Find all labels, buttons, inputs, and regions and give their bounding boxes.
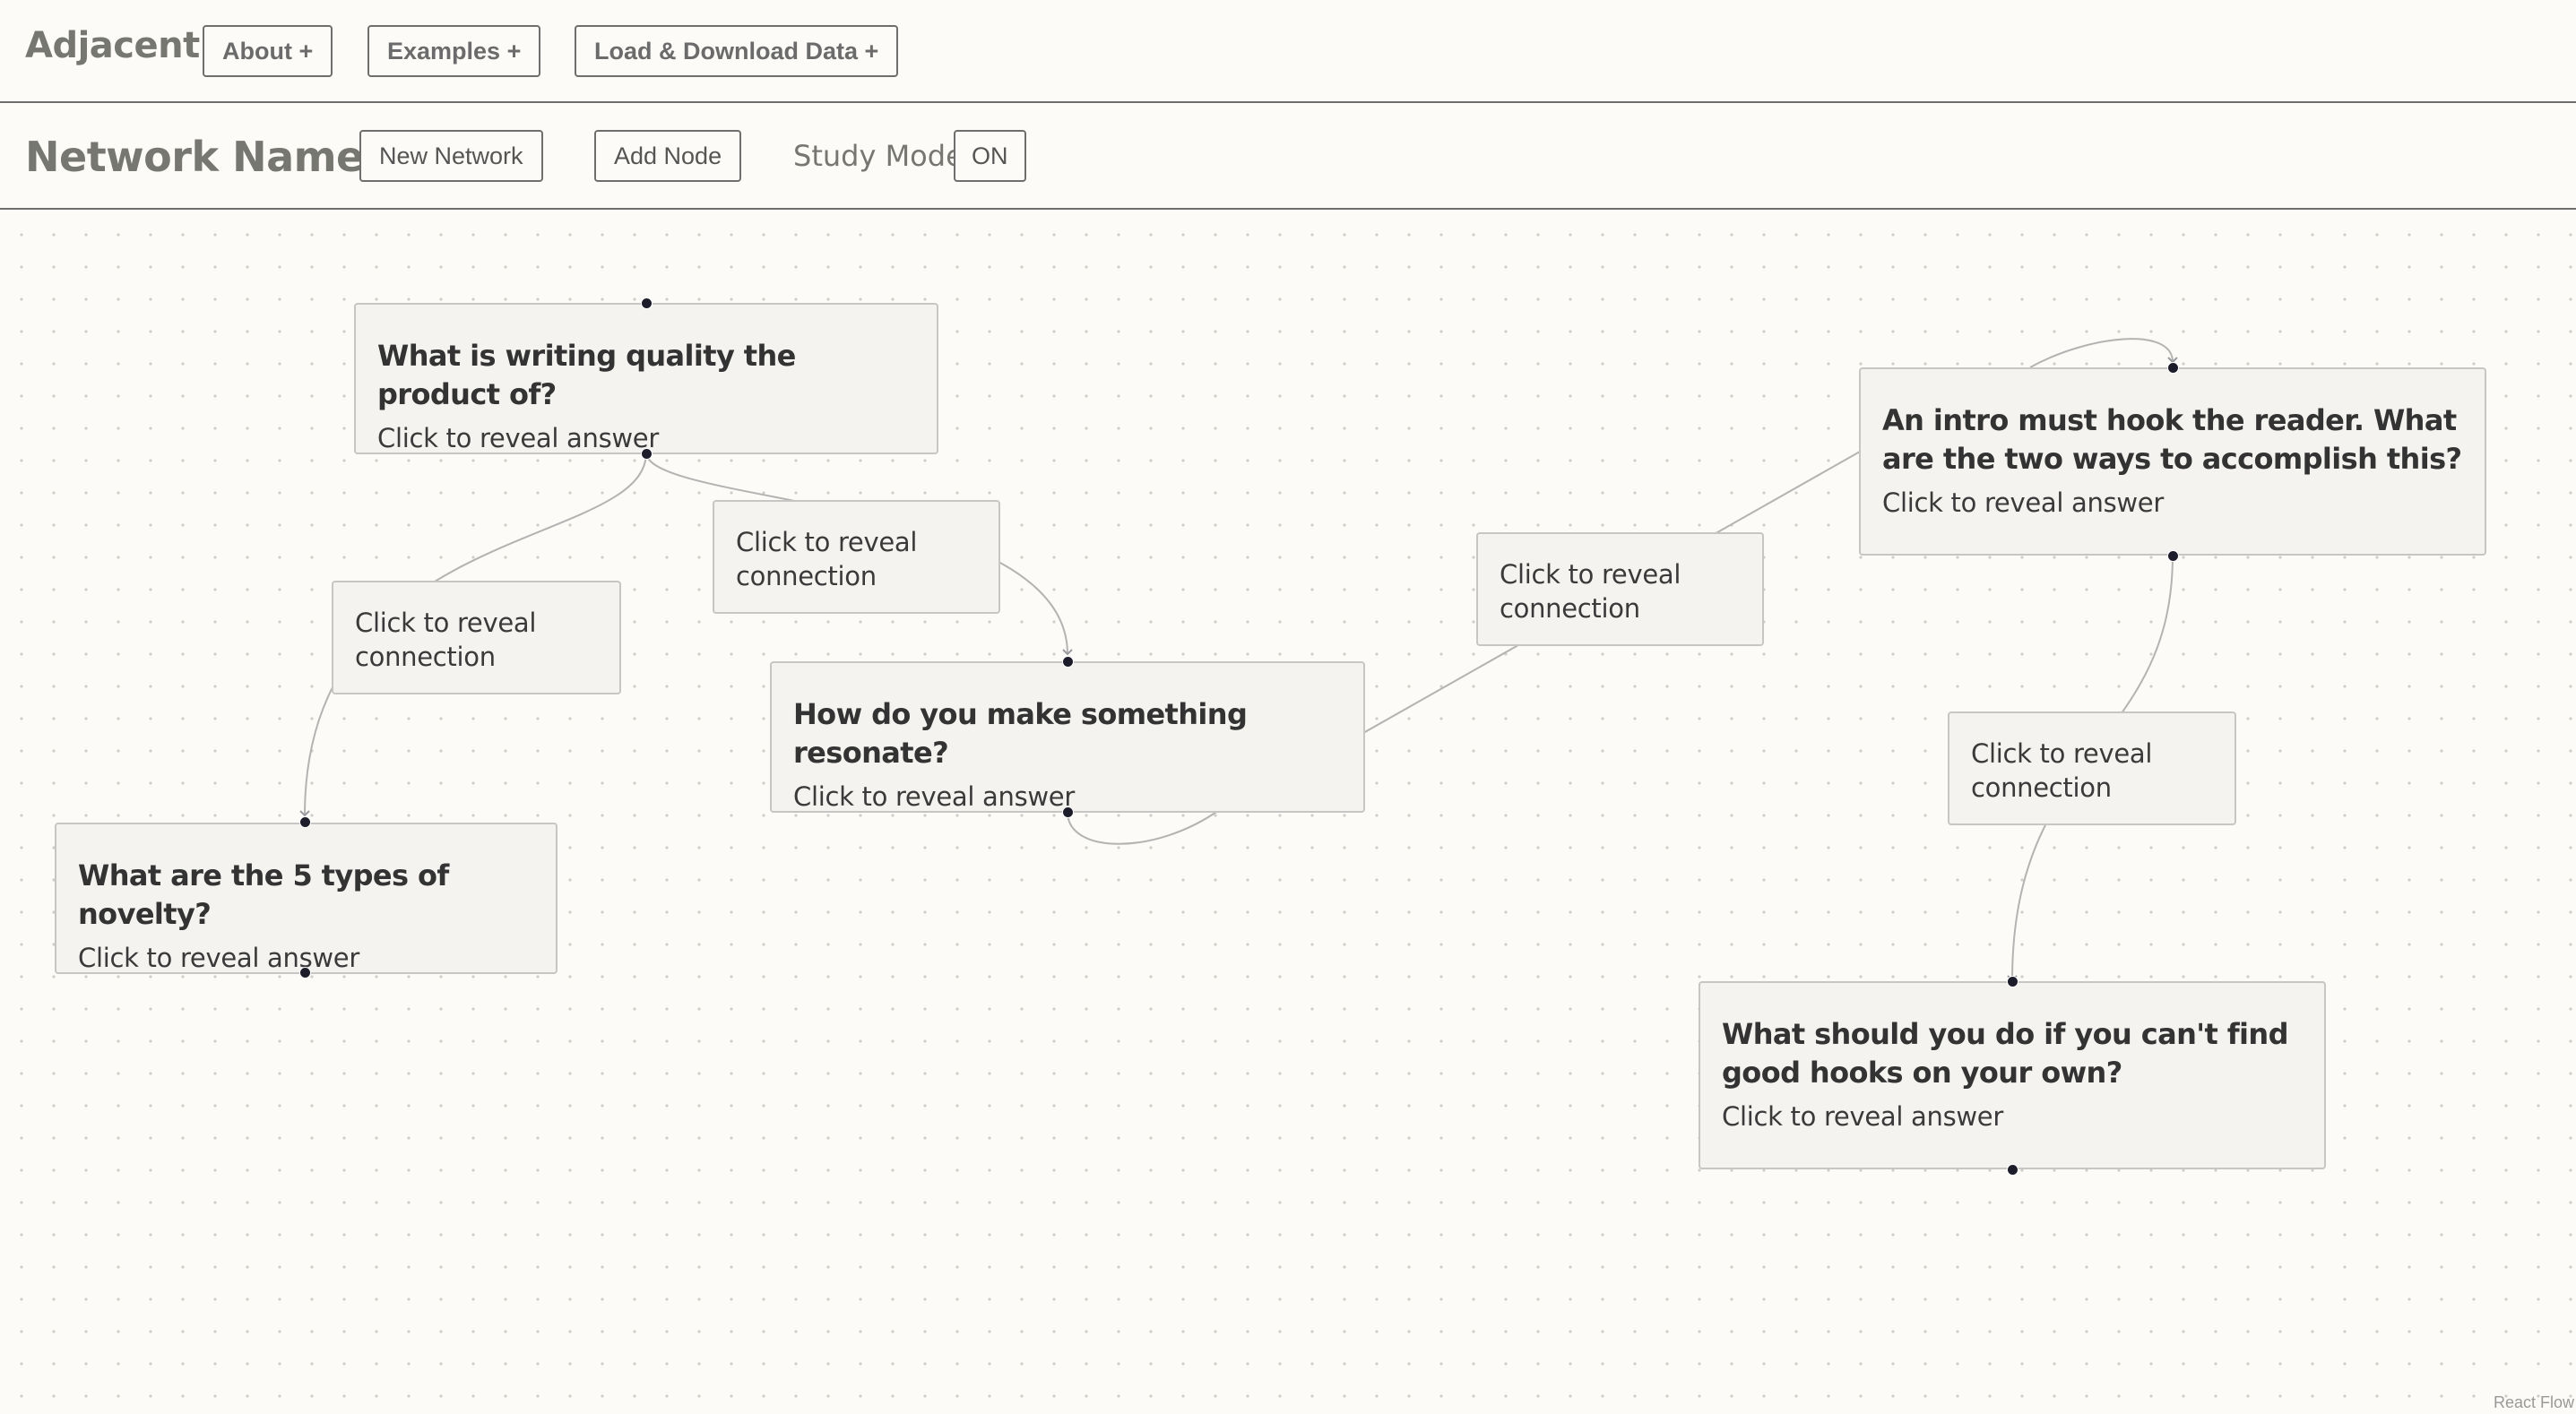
study-mode-toggle[interactable]: ON xyxy=(954,130,1026,182)
node-source-handle[interactable] xyxy=(1062,806,1074,818)
edge-label-writing-resonate[interactable]: Click to reveal connection xyxy=(713,500,1000,614)
load-download-data-menu-button[interactable]: Load & Download Data + xyxy=(575,25,899,77)
node-answer[interactable]: Click to reveal answer xyxy=(793,781,1075,812)
node-target-handle[interactable] xyxy=(1062,656,1074,668)
node-question: What should you do if you can't find goo… xyxy=(1722,1017,2288,1090)
flow-canvas[interactable]: Click to reveal connection Click to reve… xyxy=(0,210,2576,1414)
examples-menu-button[interactable]: Examples + xyxy=(367,25,541,77)
node-source-handle[interactable] xyxy=(2007,1164,2018,1176)
node-question: How do you make something resonate? xyxy=(793,697,1248,770)
node-source-handle[interactable] xyxy=(299,967,311,979)
node-resonate[interactable]: How do you make something resonate? Clic… xyxy=(770,661,1365,813)
node-question: An intro must hook the reader. What are … xyxy=(1882,403,2462,476)
node-find-hooks[interactable]: What should you do if you can't find goo… xyxy=(1699,981,2326,1169)
node-target-handle[interactable] xyxy=(641,297,653,309)
node-target-handle[interactable] xyxy=(2007,976,2018,987)
top-nav-bar: Adjacent About + Examples + Load & Downl… xyxy=(0,0,2576,103)
node-source-handle[interactable] xyxy=(641,448,653,460)
network-toolbar: Network Name New Network Add Node Study … xyxy=(0,103,2576,210)
node-target-handle[interactable] xyxy=(2167,362,2179,374)
node-source-handle[interactable] xyxy=(2167,550,2179,562)
node-target-handle[interactable] xyxy=(299,816,311,828)
node-writing-quality[interactable]: What is writing quality the product of? … xyxy=(354,303,938,454)
new-network-button[interactable]: New Network xyxy=(359,130,543,182)
about-menu-button[interactable]: About + xyxy=(203,25,333,77)
node-intro-hook[interactable]: An intro must hook the reader. What are … xyxy=(1859,367,2486,556)
network-name-title[interactable]: Network Name xyxy=(25,133,364,181)
react-flow-attribution[interactable]: React Flow xyxy=(2493,1393,2574,1411)
edge-intro-self-loop xyxy=(2029,338,2178,368)
edge-writing-to-novelty xyxy=(299,452,647,817)
node-answer[interactable]: Click to reveal answer xyxy=(78,943,359,973)
edge-resonate-loop xyxy=(1067,809,1220,845)
node-answer[interactable]: Click to reveal answer xyxy=(377,423,659,453)
edge-label-intro-hooks[interactable]: Click to reveal connection xyxy=(1948,711,2236,825)
edge-label-resonate-intro[interactable]: Click to reveal connection xyxy=(1476,532,1764,646)
node-question: What is writing quality the product of? xyxy=(377,339,796,411)
node-question: What are the 5 types of novelty? xyxy=(78,858,449,931)
edge-label-writing-novelty[interactable]: Click to reveal connection xyxy=(332,581,621,694)
node-answer[interactable]: Click to reveal answer xyxy=(1882,487,2164,518)
node-answer[interactable]: Click to reveal answer xyxy=(1722,1101,2003,1132)
add-node-button[interactable]: Add Node xyxy=(594,130,742,182)
app-brand: Adjacent xyxy=(25,25,200,66)
study-mode-label: Study Mode: xyxy=(793,139,973,173)
node-novelty-types[interactable]: What are the 5 types of novelty? Click t… xyxy=(55,823,558,974)
